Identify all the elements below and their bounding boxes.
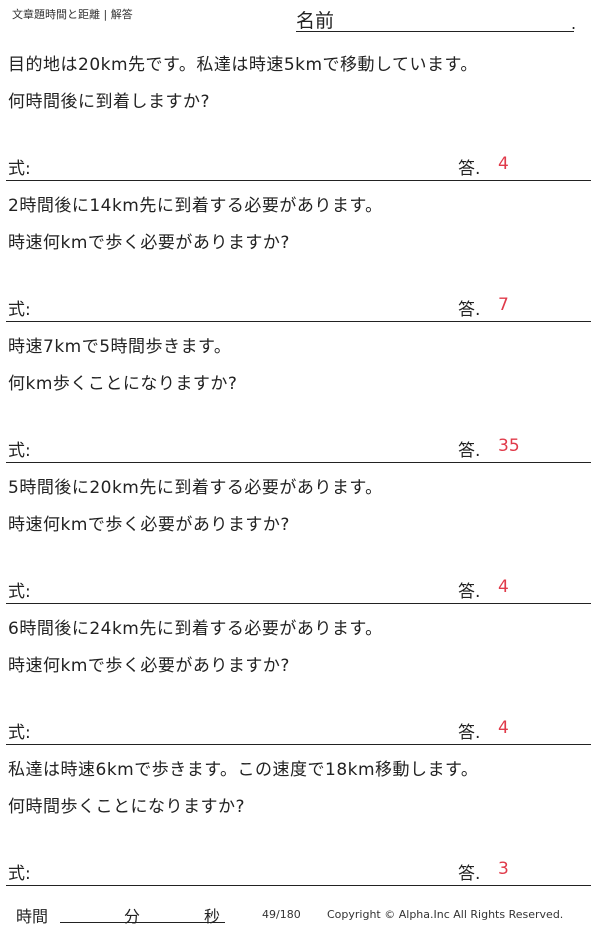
question-line-2: 時速何kmで歩く必要がありますか? [8,233,290,253]
formula-label: 式: [8,441,31,461]
problem-block: 2時間後に14km先に到着する必要があります。 時速何kmで歩く必要がありますか… [0,181,600,322]
answer-value: 4 [498,577,509,597]
page-number: 49/180 [262,908,301,921]
footer-time-label: 時間 [16,907,49,926]
answer-value: 4 [498,154,509,174]
answer-value: 35 [498,436,520,456]
separator-line [6,180,591,181]
answer-label: 答. [458,723,481,743]
question-line-2: 何km歩くことになりますか? [8,374,238,394]
question-line-1: 目的地は20km先です。私達は時速5kmで移動しています。 [8,55,478,75]
answer-label: 答. [458,300,481,320]
separator-line [6,321,591,322]
separator-line [6,462,591,463]
answer-value: 3 [498,859,509,879]
footer-seconds-label: 秒 [204,907,221,926]
answer-label: 答. [458,441,481,461]
separator-line [6,744,591,745]
problem-block: 時速7kmで5時間歩きます。 何km歩くことになりますか? 式: 答. 35 [0,322,600,463]
name-label: 名前 [296,10,335,32]
question-line-1: 2時間後に14km先に到着する必要があります。 [8,196,383,216]
separator-line [6,603,591,604]
question-line-1: 私達は時速6kmで歩きます。この速度で18km移動します。 [8,760,479,780]
worksheet-title: 文章題時間と距離 | 解答 [12,8,133,21]
formula-label: 式: [8,300,31,320]
problem-block: 5時間後に20km先に到着する必要があります。 時速何kmで歩く必要がありますか… [0,463,600,604]
question-line-1: 5時間後に20km先に到着する必要があります。 [8,478,383,498]
problem-block: 目的地は20km先です。私達は時速5kmで移動しています。 何時間後に到着します… [0,40,600,181]
answer-label: 答. [458,159,481,179]
footer-minutes-label: 分 [124,907,141,926]
formula-label: 式: [8,723,31,743]
copyright-text: Copyright © Alpha.Inc All Rights Reserve… [327,908,564,921]
question-line-1: 時速7kmで5時間歩きます。 [8,337,232,357]
name-field-line [296,31,574,32]
problem-block: 私達は時速6kmで歩きます。この速度で18km移動します。 何時間歩くことになり… [0,745,600,886]
question-line-1: 6時間後に24km先に到着する必要があります。 [8,619,383,639]
answer-label: 答. [458,582,481,602]
answer-label: 答. [458,864,481,884]
question-line-2: 時速何kmで歩く必要がありますか? [8,515,290,535]
formula-label: 式: [8,582,31,602]
separator-line [6,885,591,886]
question-line-2: 何時間後に到着しますか? [8,92,211,112]
formula-label: 式: [8,159,31,179]
name-end-dot: . [571,14,577,33]
question-line-2: 時速何kmで歩く必要がありますか? [8,656,290,676]
question-line-2: 何時間歩くことになりますか? [8,797,246,817]
answer-value: 7 [498,295,509,315]
problem-block: 6時間後に24km先に到着する必要があります。 時速何kmで歩く必要がありますか… [0,604,600,745]
footer-time-line [60,922,225,923]
formula-label: 式: [8,864,31,884]
answer-value: 4 [498,718,509,738]
